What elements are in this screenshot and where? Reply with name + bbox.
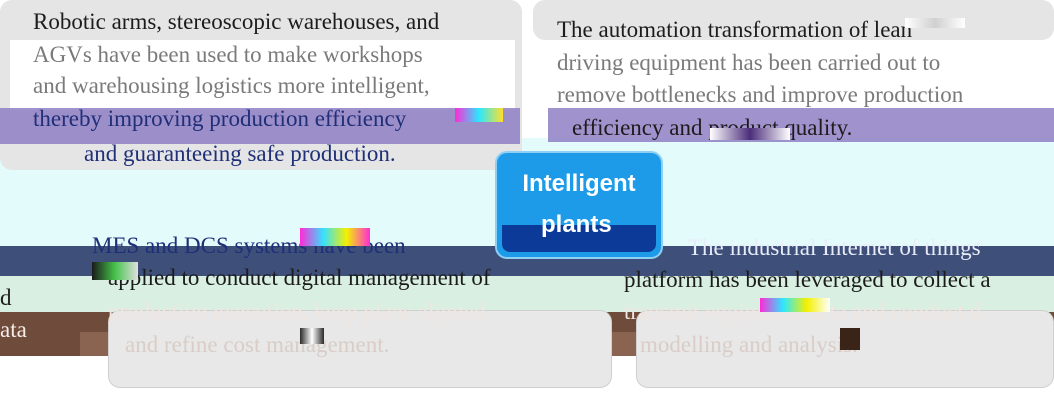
bottom-right-text-line: platform has been leveraged to collect a (624, 267, 991, 292)
center-node-label-line1: Intelligent (522, 170, 636, 197)
background-band (548, 108, 1054, 142)
bottom-right-text-line: modelling and analysis. (640, 332, 858, 357)
background-band (0, 108, 520, 144)
center-node-label-line2: plants (541, 211, 612, 238)
clipped-text-fragment: d (0, 285, 12, 310)
glitch-artifact (710, 128, 790, 140)
bottom-left-panel (108, 310, 612, 388)
glitch-artifact (455, 108, 503, 122)
glitch-artifact (905, 18, 965, 28)
bottom-left-text-line: production execution, keep plans aligned… (108, 299, 492, 324)
bottom-left-text-line: applied to conduct digital management of (108, 265, 491, 290)
top-right-panel-body (540, 40, 1040, 110)
glitch-artifact (300, 228, 370, 246)
center-node-shade (502, 225, 656, 252)
bottom-right-text-line: The industrial Internet of things (688, 235, 981, 260)
glitch-artifact (300, 328, 324, 344)
top-left-text-line: AGVs have been used to make workshops (33, 42, 423, 67)
bottom-left-text-line: and refine cost management. (125, 332, 390, 357)
glitch-artifact (92, 262, 138, 280)
top-right-text-line: efficiency and product quality. (572, 115, 853, 140)
top-left-text-line: and guaranteeing safe production. (84, 141, 396, 166)
glitch-artifact (840, 328, 860, 350)
top-left-text-line: Robotic arms, stereoscopic warehouses, a… (33, 9, 440, 34)
top-right-text-line: driving equipment has been carried out t… (557, 50, 941, 75)
top-right-panel (533, 0, 1054, 40)
top-right-text-line: remove bottlenecks and improve productio… (557, 82, 964, 107)
background-band (0, 276, 1054, 314)
top-right-text-line: The automation transformation of lean (557, 17, 913, 42)
top-left-panel-body (10, 40, 515, 110)
glitch-artifact (760, 298, 830, 312)
top-left-text-line: and warehousing logistics more intellige… (33, 73, 430, 98)
clipped-text-fragment: ata (0, 317, 27, 342)
top-left-text-line: thereby improving production efficiency (33, 106, 407, 131)
